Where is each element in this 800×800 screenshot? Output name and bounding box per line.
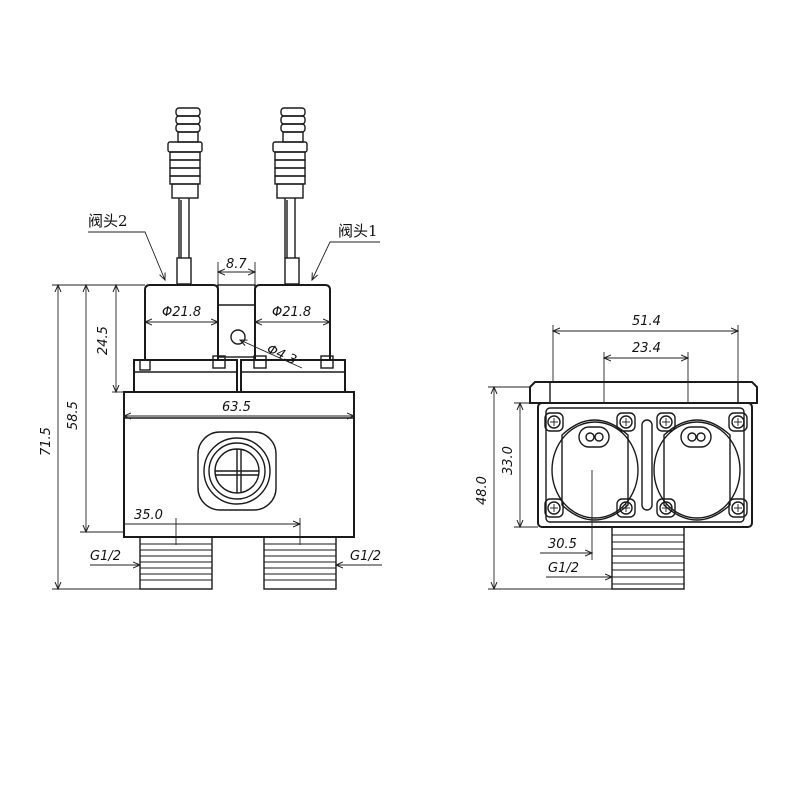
mount-hole <box>230 329 246 345</box>
valve2-disc <box>551 419 639 521</box>
dim-height-71: 71.5 <box>39 427 54 456</box>
valve1-connector <box>272 107 308 285</box>
side-view: 51.4 23.4 33.0 48.0 30.5 G1/2 <box>475 314 758 590</box>
top-bracket <box>529 381 758 404</box>
dim-offset: 30.5 <box>548 537 577 552</box>
head-bridge <box>217 284 256 358</box>
dim-head-height: 24.5 <box>96 326 111 355</box>
dim-gap: 8.7 <box>226 257 247 272</box>
dim-width-234: 23.4 <box>632 341 661 356</box>
valve2-connector <box>167 107 203 285</box>
dim-diam-left: Φ21.8 <box>162 305 201 320</box>
main-body <box>123 391 355 538</box>
valve2-head <box>144 284 219 360</box>
dim-width-514: 51.4 <box>632 314 661 329</box>
dim-height-330: 33.0 <box>501 446 516 475</box>
screws <box>544 412 748 518</box>
dim-hole: Φ4.3 <box>264 342 298 368</box>
sensor-window <box>197 431 277 511</box>
thread-left-label: G1/2 <box>90 549 121 564</box>
valve2-label: 阀头2 <box>88 212 128 230</box>
valve1-label: 阀头1 <box>338 222 378 240</box>
side-port <box>611 526 685 590</box>
dim-height-480: 48.0 <box>475 476 490 505</box>
valve2-leader <box>88 231 165 280</box>
valve1-disc <box>653 419 741 521</box>
front-view: 阀头2 阀头1 8.7 Φ21.8 Φ21.8 Φ4.3 24.5 58.5 7… <box>39 107 382 589</box>
thread-right-label: G1/2 <box>350 549 381 564</box>
valve1-leader <box>312 241 380 280</box>
dim-width: 63.5 <box>222 400 251 415</box>
valve1-head <box>254 284 331 360</box>
dim-height-58: 58.5 <box>66 401 81 430</box>
side-thread-label: G1/2 <box>548 561 579 576</box>
dim-diam-right: Φ21.8 <box>272 305 311 320</box>
dim-port-spacing: 35.0 <box>134 508 163 523</box>
